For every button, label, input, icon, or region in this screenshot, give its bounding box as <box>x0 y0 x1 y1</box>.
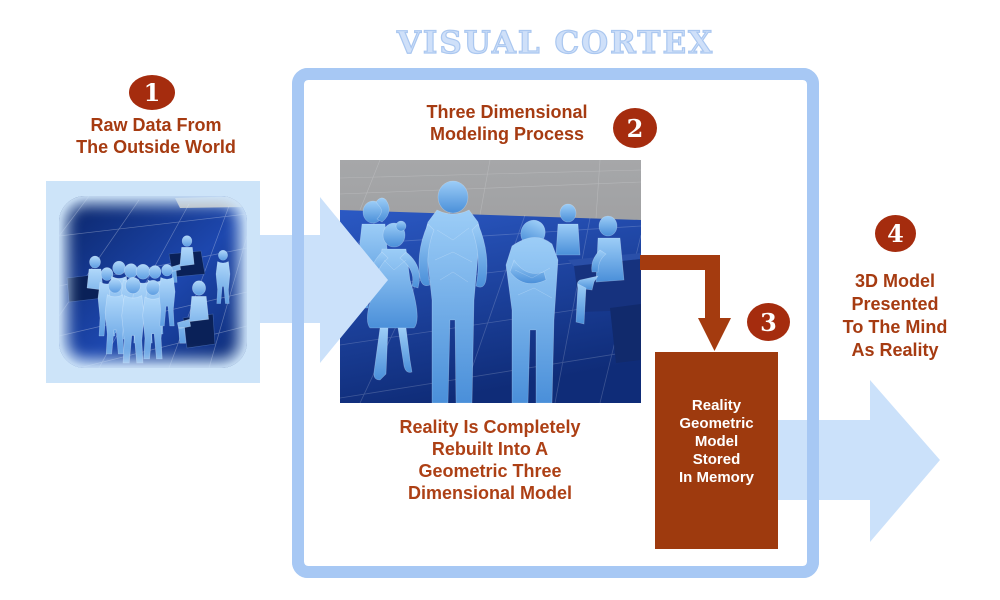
label-line: Three Dimensional <box>426 102 588 122</box>
label-line: As Reality <box>851 340 939 360</box>
memory-box: Reality Geometric Model Stored In Memory <box>655 352 778 549</box>
memory-box-line: Reality <box>691 397 742 414</box>
wireframe-people-scene-thumbnail-icon <box>59 196 247 368</box>
step-3-badge: 3 <box>747 303 790 341</box>
label-line: Geometric Three <box>418 461 562 481</box>
outside-world-panel <box>46 181 260 383</box>
step-2-badge: 2 <box>613 108 657 148</box>
label-line: The Outside World <box>76 137 236 157</box>
page-title: VISUAL CORTEX <box>396 25 715 61</box>
step-2-label: Three Dimensional Modeling Process <box>392 101 622 145</box>
step-4-label: 3D Model Presented To The Mind As Realit… <box>823 270 967 362</box>
memory-box-line: In Memory <box>678 469 754 486</box>
label-line: Rebuilt Into A <box>431 439 549 459</box>
label-line: To The Mind <box>842 317 948 337</box>
label-line: Modeling Process <box>429 124 585 144</box>
render-people <box>357 180 625 404</box>
label-line: Raw Data From <box>90 115 222 135</box>
label-line: Dimensional Model <box>407 483 573 503</box>
flow-arrow-3-right-icon <box>775 380 940 542</box>
step-1-label: Raw Data From The Outside World <box>41 114 271 158</box>
label-line: Reality Is Completely <box>399 417 581 437</box>
memory-box-line: Geometric <box>679 415 754 432</box>
wireframe-people-render-image <box>339 159 642 404</box>
step-1-badge: 1 <box>129 75 175 110</box>
memory-box-line: Model <box>694 433 739 450</box>
step-2-caption: Reality Is Completely Rebuilt Into A Geo… <box>368 416 612 504</box>
memory-box-line: Stored <box>692 451 741 468</box>
flow-arrow-2-elbow-down-icon <box>640 255 731 351</box>
wireframe-people-thumbnail-image <box>59 196 247 368</box>
label-line: Presented <box>851 294 939 314</box>
render-benches <box>568 253 641 363</box>
render-wireframe-lines <box>383 227 553 299</box>
flow-arrow-1-right-icon <box>260 197 388 363</box>
label-line: 3D Model <box>854 271 935 291</box>
step-4-badge: 4 <box>875 215 916 252</box>
wireframe-people-scene-render-icon <box>339 159 642 404</box>
